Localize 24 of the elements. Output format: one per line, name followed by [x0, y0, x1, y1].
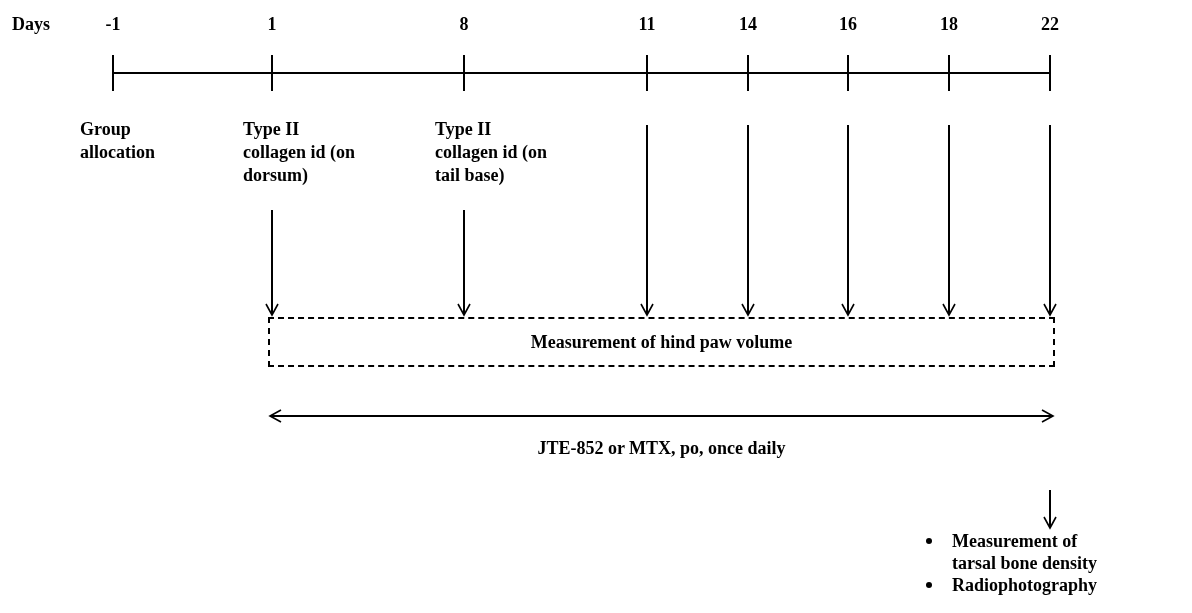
annotation-text: Group allocation [80, 118, 156, 164]
arrow [741, 124, 755, 316]
treatment-label: JTE-852 or MTX, po, once daily [537, 438, 786, 458]
arrow [265, 209, 279, 316]
day-number: 14 [739, 14, 757, 34]
day-number: -1 [105, 14, 121, 34]
day-number: 22 [1041, 14, 1059, 34]
list-item: Radiophotography [952, 575, 1098, 595]
axis-title: Days [12, 14, 50, 35]
day-number: 18 [940, 14, 958, 34]
arrow [841, 124, 855, 316]
arrow [457, 209, 471, 316]
arrow [942, 124, 956, 316]
list-item: Measurement of tarsal bone density [952, 531, 1097, 573]
arrow [640, 124, 654, 316]
day-number: 11 [638, 14, 656, 34]
process-box: Measurement of hind paw volume [268, 317, 1055, 367]
day-number: 8 [459, 14, 469, 34]
annotation-text: Type II collagen id (on tail base) [435, 118, 553, 210]
day-number: 16 [839, 14, 857, 34]
arrow [1043, 124, 1057, 316]
day-number: 1 [267, 14, 277, 34]
arrow [1043, 489, 1057, 529]
annotation-text: Type II collagen id (on dorsum) [243, 118, 355, 210]
